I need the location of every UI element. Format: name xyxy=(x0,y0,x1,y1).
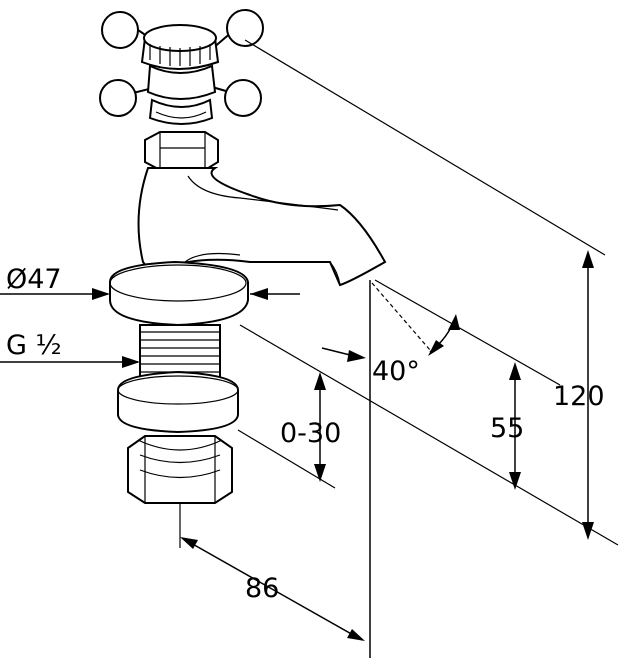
label-projection: 86 xyxy=(245,573,279,604)
dimension-line-86 xyxy=(181,537,363,641)
label-thread: G ½ xyxy=(6,330,62,361)
label-height-spout: 55 xyxy=(490,413,524,444)
mounting-nut xyxy=(117,370,239,434)
hex-nut-upper xyxy=(144,131,219,171)
faucet-illustration xyxy=(99,9,387,504)
handle-knob-back-left xyxy=(101,11,139,49)
handle-knob-front-left xyxy=(99,79,137,117)
label-deck-thickness: 0-30 xyxy=(280,418,341,449)
dimension-lines xyxy=(0,39,619,658)
handle-knob-back-right xyxy=(226,9,264,47)
label-height-total: 120 xyxy=(553,381,605,412)
handle-knob-front-right xyxy=(224,79,262,117)
hex-nut-lower xyxy=(127,435,233,504)
label-angle: 40° xyxy=(372,356,420,387)
label-diameter: Ø47 xyxy=(6,264,62,295)
cross-handle xyxy=(99,9,264,125)
base-rosette xyxy=(109,260,249,327)
